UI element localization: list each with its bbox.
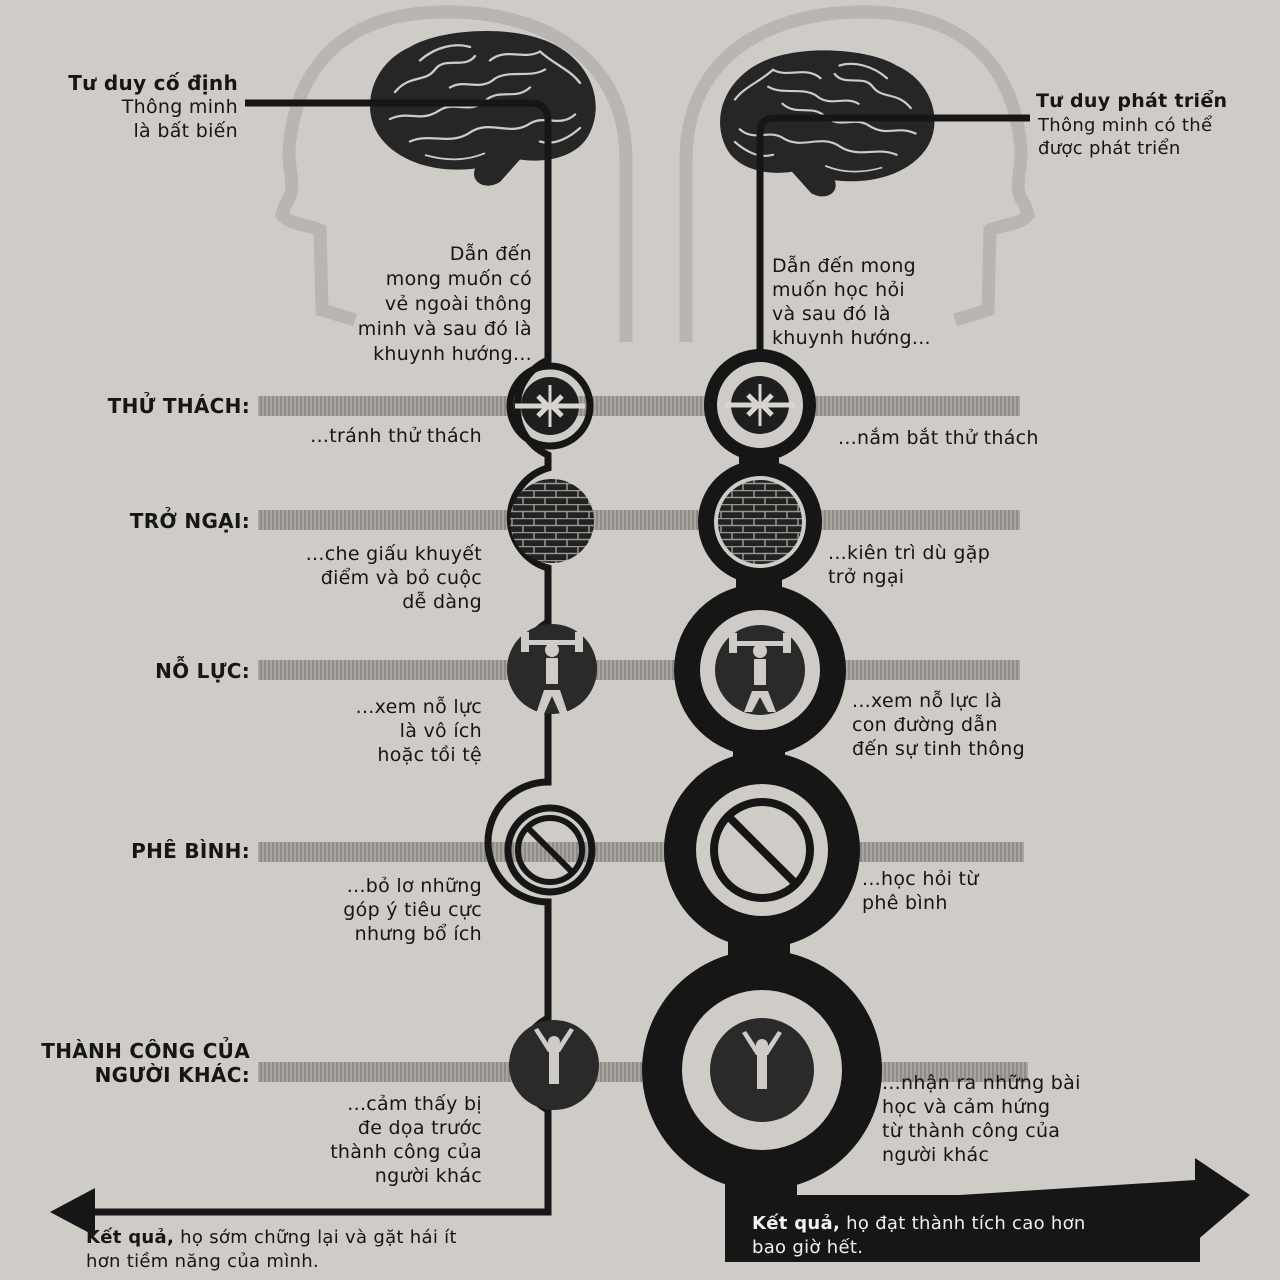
- left-no-sign-icon: [515, 815, 585, 885]
- growth-response-success-3: từ thành công của: [882, 1120, 1061, 1142]
- right-weightlifter-icon: [715, 625, 805, 715]
- fixed-result-line-1: Kết quả, họ sớm chững lại và gặt hái ít: [86, 1226, 556, 1249]
- left-head-outline: [274, 5, 633, 342]
- growth-response-challenge: ...nắm bắt thử thách: [838, 427, 1039, 449]
- growth-leads-2: muốn học hỏi: [772, 279, 905, 301]
- fixed-response-success-4: người khác: [374, 1165, 482, 1187]
- right-brick-wall-icon: [718, 480, 802, 564]
- fixed-response-obstacle-2: điểm và bỏ cuộc: [320, 567, 482, 589]
- band-effort: [258, 660, 1020, 680]
- fixed-leads-3: vẻ ngoài thông: [384, 293, 532, 315]
- fixed-response-effort-1: ...xem nỗ lực: [355, 696, 482, 718]
- fixed-response-obstacle-1: ...che giấu khuyết: [305, 543, 482, 565]
- fixed-leads-1: Dẫn đến: [449, 243, 532, 265]
- category-effort: NỖ LỰC:: [155, 659, 250, 683]
- left-brick-wall-icon: [510, 479, 594, 563]
- right-brain-icon: [718, 49, 936, 198]
- growth-response-effort-1: ...xem nỗ lực là: [852, 690, 1003, 712]
- category-challenge: THỬ THÁCH:: [107, 394, 250, 418]
- fixed-response-criticism-3: nhưng bổ ích: [354, 923, 482, 945]
- band-challenge: [258, 396, 1020, 416]
- right-arrows-converging-icon: [725, 376, 795, 434]
- fixed-response-challenge: ...tránh thử thách: [310, 425, 482, 447]
- fixed-response-obstacle-3: dễ dàng: [402, 591, 482, 613]
- category-success-2: NGƯỜI KHÁC:: [94, 1063, 250, 1087]
- growth-leads-4: khuynh hướng...: [772, 327, 931, 349]
- growth-response-obstacle-2: trở ngại: [828, 566, 905, 588]
- left-arrows-converging-icon: [515, 377, 585, 435]
- growth-response-criticism-2: phê bình: [862, 892, 948, 914]
- fixed-result-text-1: họ sớm chững lại và gặt hái ít: [174, 1227, 457, 1248]
- band-obstacle: [258, 510, 1020, 530]
- growth-result-line-1: Kết quả, họ đạt thành tích cao hơn: [752, 1212, 1172, 1235]
- fixed-response-effort-2: là vô ích: [399, 720, 482, 742]
- growth-subtext-2: được phát triển: [1038, 138, 1181, 159]
- fixed-result-line-2: hơn tiềm năng của mình.: [86, 1251, 319, 1272]
- category-criticism: PHÊ BÌNH:: [131, 839, 250, 863]
- fixed-response-success-2: đe dọa trước: [357, 1117, 482, 1139]
- growth-response-success-2: học và cảm hứng: [882, 1096, 1051, 1118]
- category-success-1: THÀNH CÔNG CỦA: [41, 1039, 250, 1063]
- right-winner-icon: [710, 1018, 814, 1122]
- growth-response-obstacle-1: ...kiên trì dù gặp: [828, 542, 991, 564]
- fixed-leads-2: mong muốn có: [385, 268, 532, 290]
- left-brain-icon: [368, 29, 597, 187]
- fixed-response-effort-3: hoặc tồi tệ: [377, 744, 482, 766]
- fixed-subtext-2: là bất biến: [133, 120, 238, 142]
- growth-subtext-1: Thông minh có thể: [1038, 115, 1213, 136]
- growth-response-success-1: ...nhận ra những bài: [882, 1072, 1081, 1094]
- fixed-mindset-heading: Tư duy cố định: [68, 71, 238, 95]
- fixed-response-success-1: ...cảm thấy bị: [347, 1093, 482, 1115]
- category-obstacle: TRỞ NGẠI:: [129, 509, 250, 533]
- growth-result-line-2: bao giờ hết.: [752, 1237, 864, 1258]
- fixed-result-arrow: [50, 1188, 95, 1236]
- growth-response-criticism-1: ...học hỏi từ: [862, 868, 979, 890]
- growth-leads-3: và sau đó là: [772, 303, 891, 325]
- fixed-response-success-3: thành công của: [330, 1141, 482, 1163]
- fixed-response-criticism-2: góp ý tiêu cực: [343, 899, 482, 921]
- fixed-leads-5: khuynh hướng...: [373, 343, 532, 365]
- growth-response-effort-2: con đường dẫn: [852, 714, 998, 736]
- growth-response-success-4: người khác: [882, 1144, 990, 1166]
- fixed-subtext-1: Thông minh: [121, 96, 238, 118]
- growth-response-effort-3: đến sự tinh thông: [852, 738, 1025, 760]
- growth-result-bold: Kết quả,: [752, 1213, 841, 1234]
- fixed-leads-4: minh và sau đó là: [357, 318, 532, 340]
- growth-mindset-heading: Tư duy phát triển: [1036, 90, 1228, 112]
- growth-leads-1: Dẫn đến mong: [772, 255, 917, 277]
- right-head-outline: [679, 5, 1036, 342]
- fixed-response-criticism-1: ...bỏ lơ những: [346, 875, 482, 897]
- growth-result-text-1: họ đạt thành tích cao hơn: [840, 1213, 1086, 1234]
- band-criticism: [258, 842, 1024, 862]
- right-no-sign-icon: [710, 798, 814, 902]
- fixed-result-bold: Kết quả,: [86, 1227, 175, 1248]
